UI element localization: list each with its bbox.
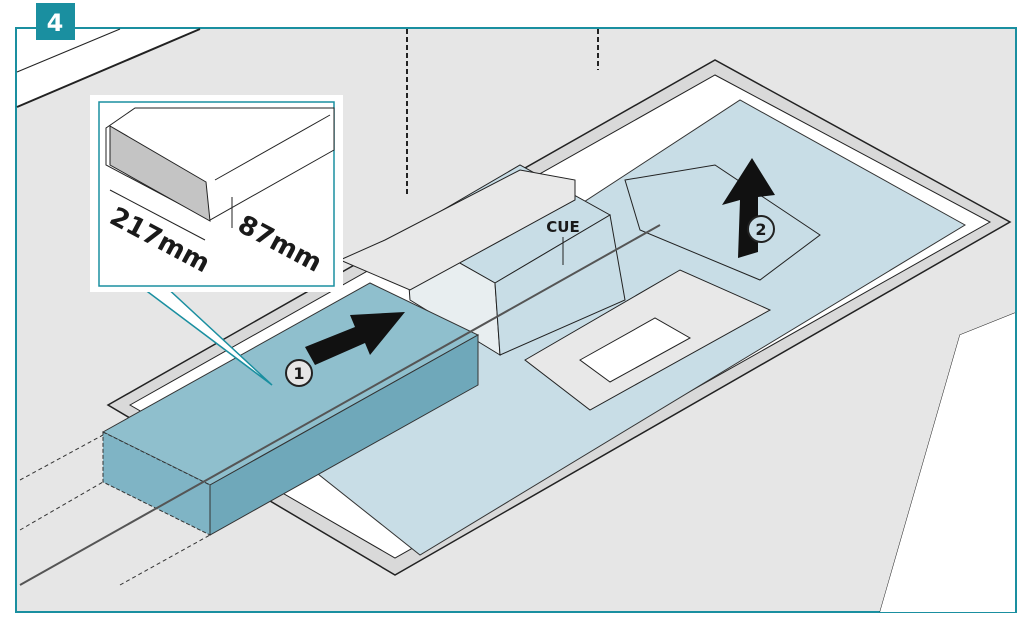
arrow-2 — [722, 158, 775, 258]
inset-callout: 217mm 87mm — [90, 95, 343, 386]
step-marker-1: 1 — [285, 359, 313, 387]
ceiling-edge — [16, 28, 1016, 613]
step-badge — [36, 3, 75, 40]
cue-unit — [338, 164, 821, 411]
step-marker-2: 2 — [747, 215, 775, 243]
arrow-1 — [305, 312, 405, 365]
step-number: 4 — [47, 9, 64, 37]
step-marker-2-label: 2 — [755, 220, 766, 239]
step-marker-1-label: 1 — [293, 364, 304, 383]
cue-label: CUE — [546, 218, 579, 236]
chain — [406, 29, 599, 195]
